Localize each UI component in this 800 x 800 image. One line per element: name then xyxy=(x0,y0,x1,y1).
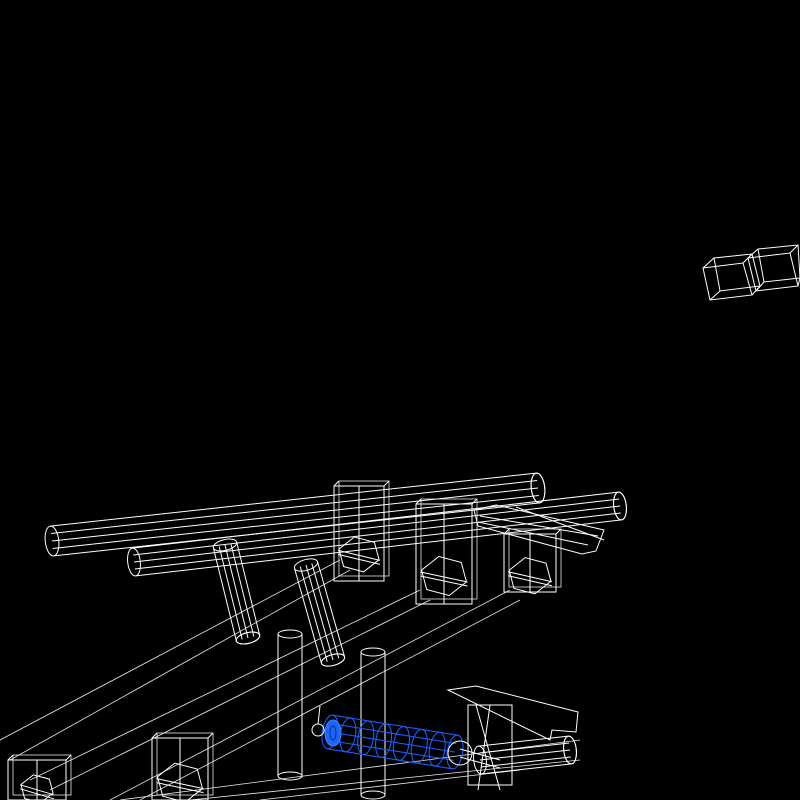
leg-2[interactable] xyxy=(293,557,346,669)
box-left[interactable] xyxy=(702,253,761,301)
diagonal-rails[interactable] xyxy=(0,559,521,800)
hydraulic-cylinder[interactable] xyxy=(311,705,501,770)
post-1[interactable] xyxy=(277,629,303,781)
tube-upper[interactable] xyxy=(44,472,547,557)
pillow-block-4[interactable] xyxy=(151,732,214,800)
pillow-block-5[interactable] xyxy=(7,754,72,800)
pillow-block-3[interactable] xyxy=(503,528,562,595)
end-bracket[interactable] xyxy=(446,685,579,791)
pillow-block-1[interactable] xyxy=(333,480,390,582)
pillow-block-2[interactable] xyxy=(415,498,478,605)
tube-lower[interactable] xyxy=(472,735,578,775)
leg-1[interactable] xyxy=(212,537,261,646)
